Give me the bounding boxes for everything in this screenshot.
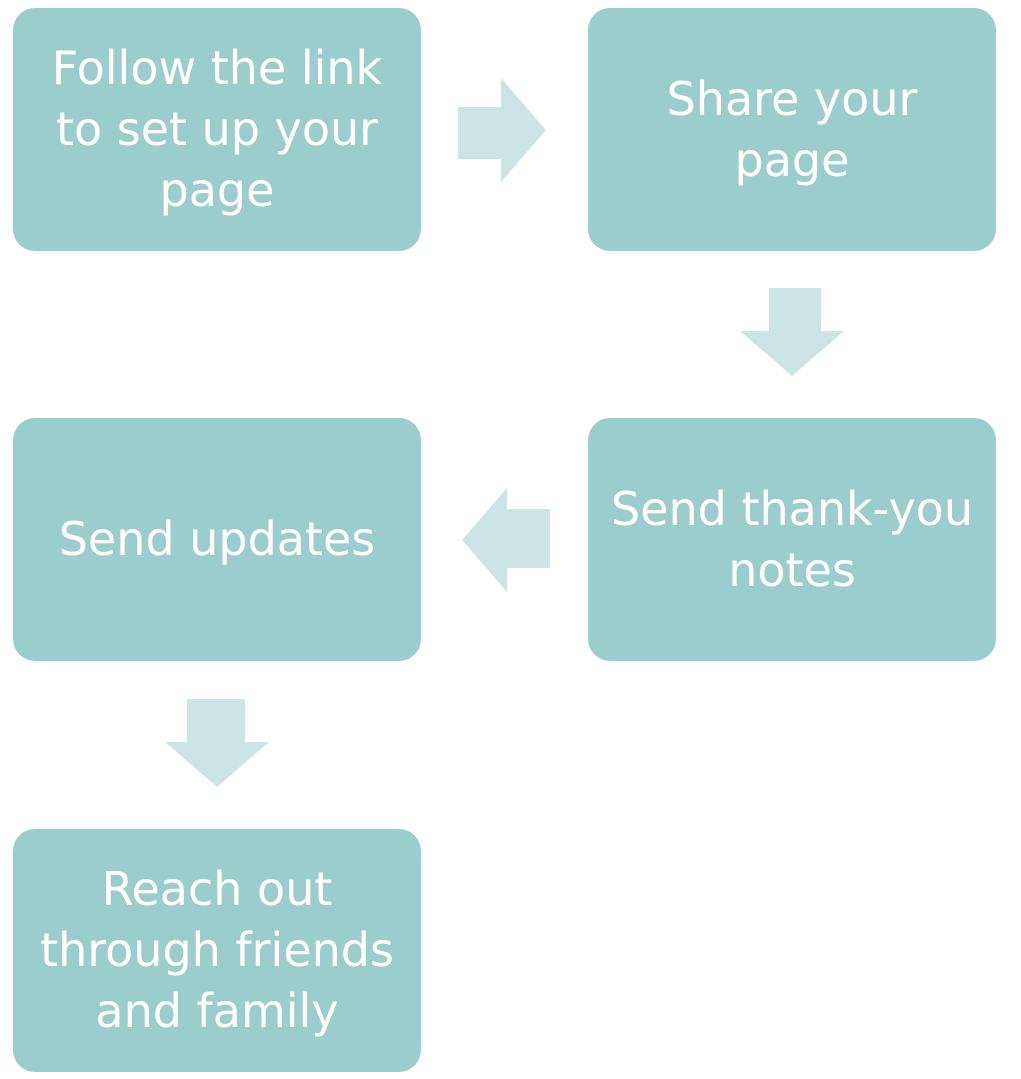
step-label: Share your page: [666, 71, 918, 187]
step-box-set-up-page: Follow the link to set up your page: [13, 8, 421, 251]
arrow-down-icon: [740, 288, 844, 376]
step-label: Send thank-you notes: [611, 481, 973, 597]
step-label: Send updates: [58, 512, 376, 566]
arrow-down-icon: [165, 699, 269, 787]
step-label: Follow the link to set up your page: [51, 41, 383, 217]
step-label: Reach out through friends and family: [40, 862, 394, 1038]
step-box-share-page: Share your page: [588, 8, 996, 251]
step-box-reach-out: Reach out through friends and family: [13, 829, 421, 1072]
arrow-right-icon: [458, 78, 546, 182]
arrow-left-icon: [462, 488, 550, 592]
step-box-send-updates: Send updates: [13, 418, 421, 661]
step-box-thank-you-notes: Send thank-you notes: [588, 418, 996, 661]
